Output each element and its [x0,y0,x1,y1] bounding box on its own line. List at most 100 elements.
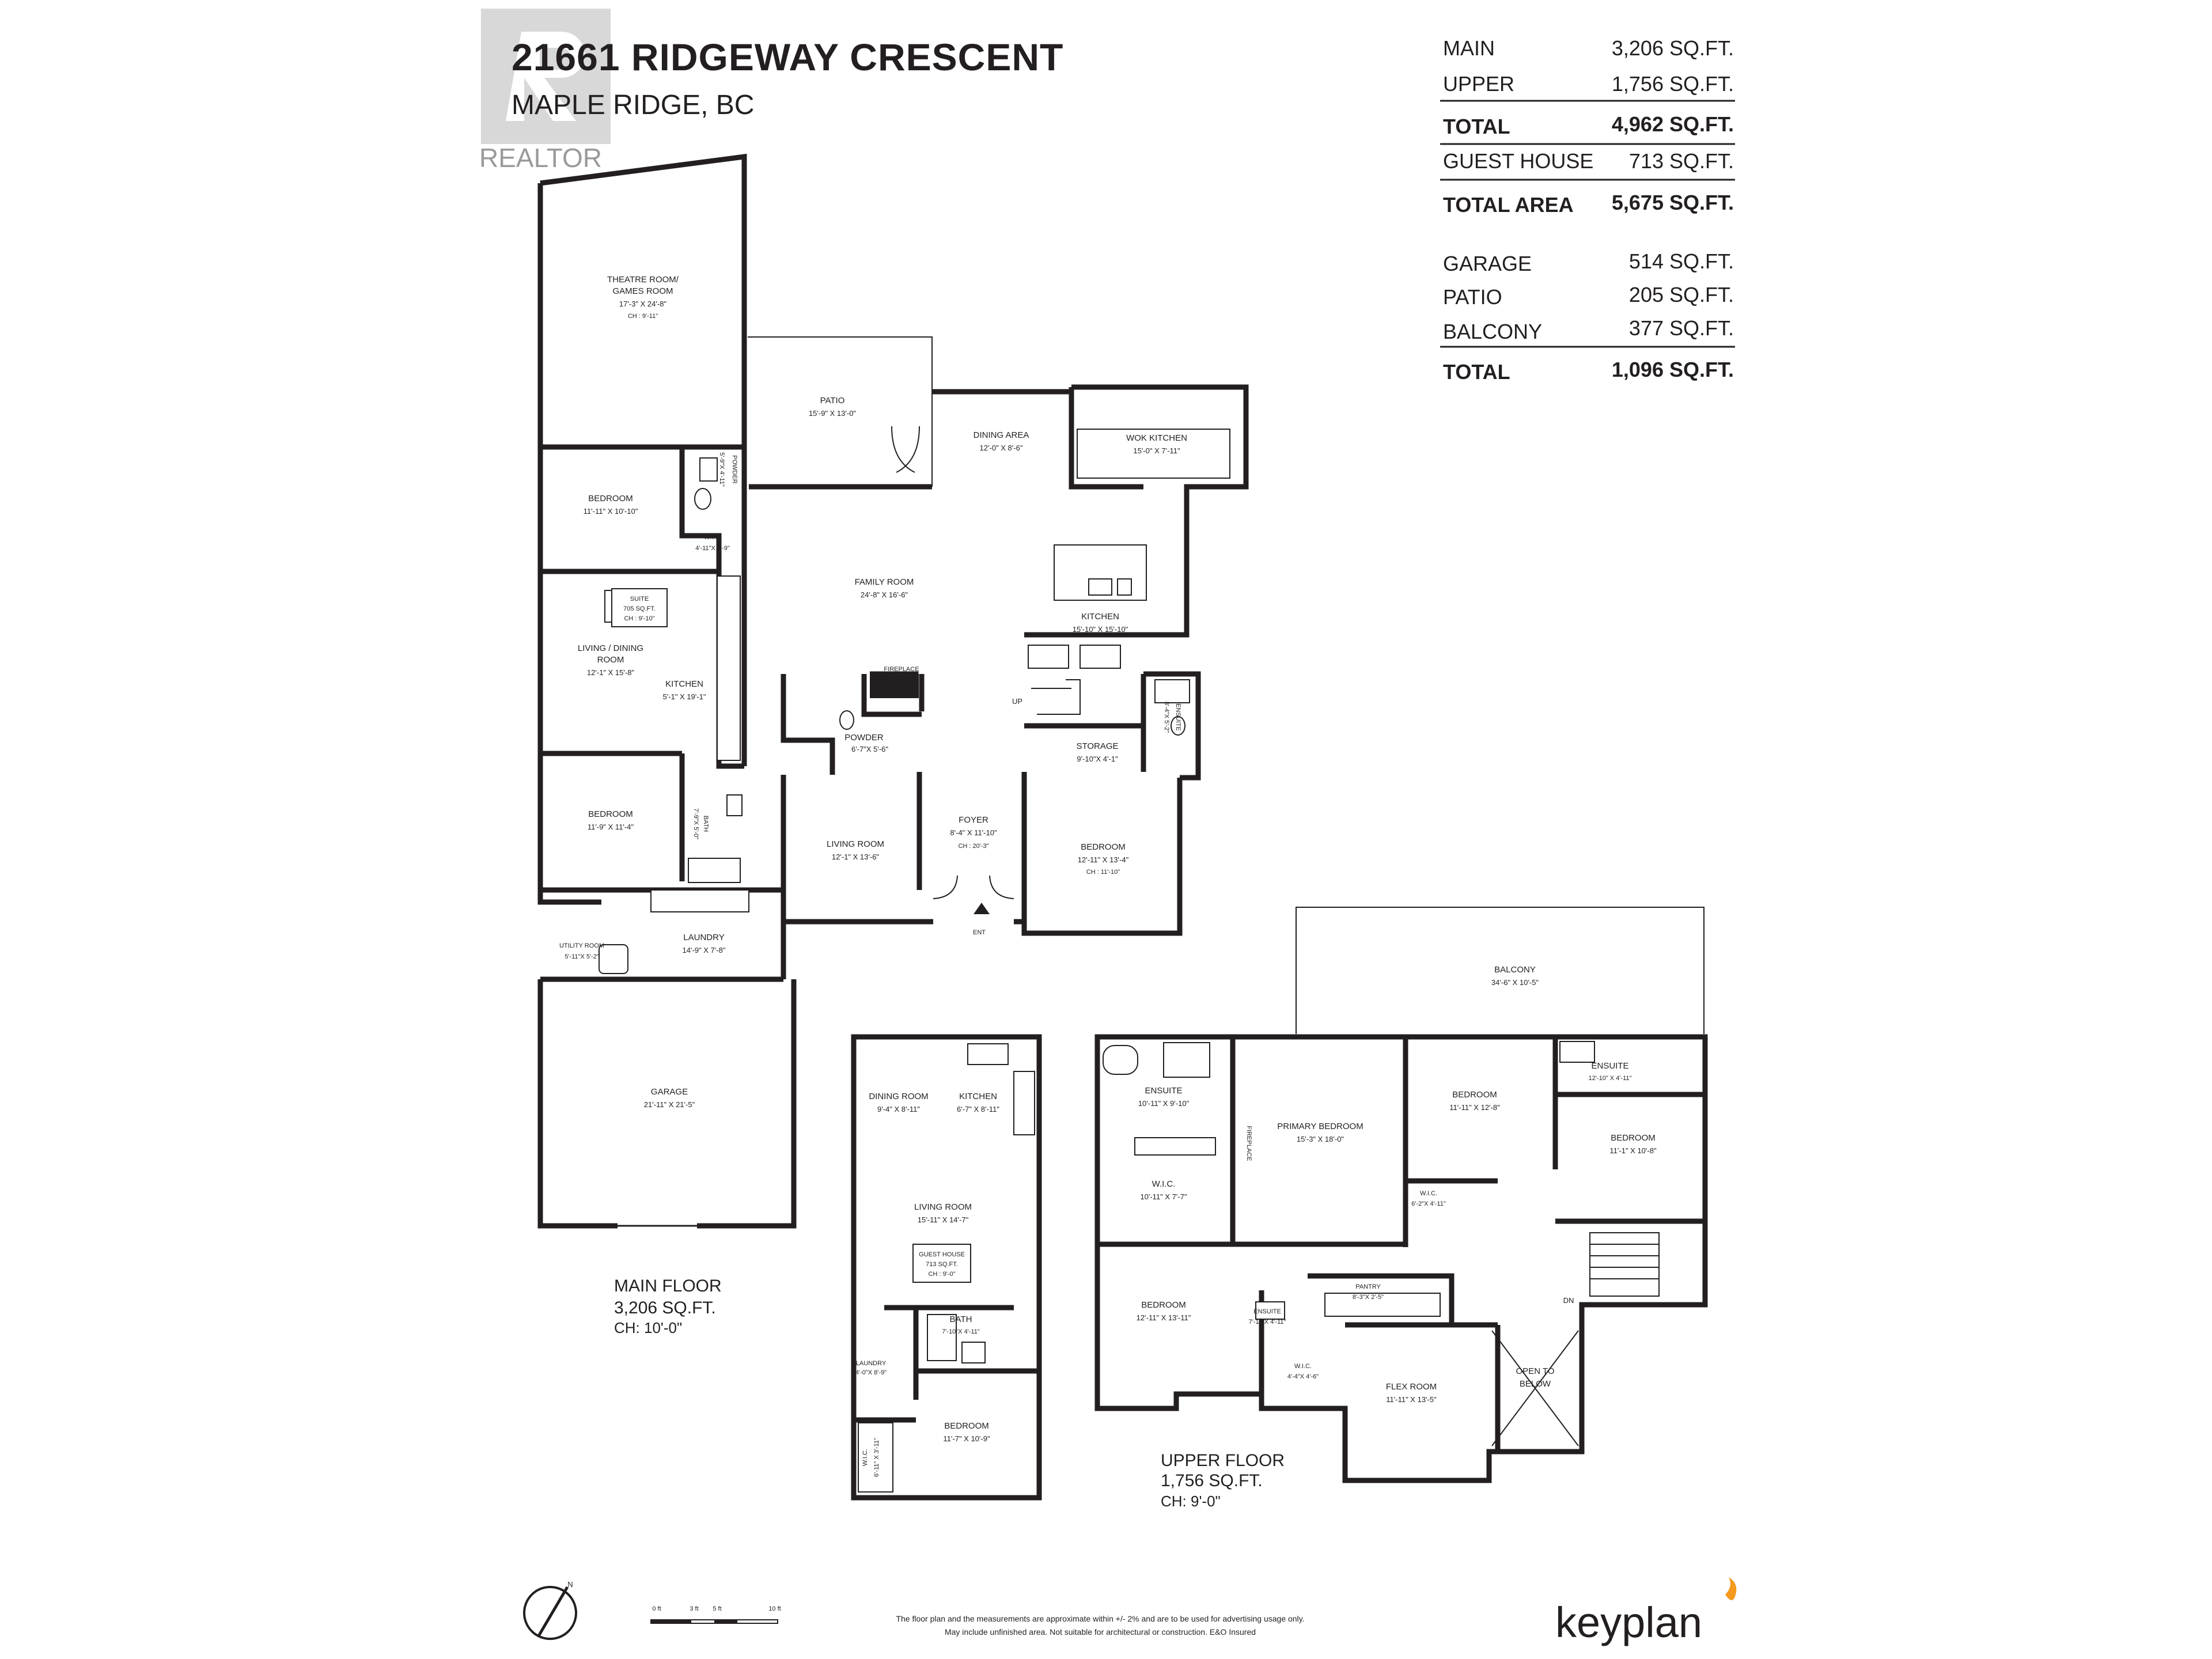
upper-wic2-dim: 6'-2"X 4'-11" [1411,1200,1446,1207]
area-main-label: MAIN [1443,36,1495,60]
stairs-up-label: UP [1012,697,1022,706]
powder-living-walls [781,674,922,925]
entry-label: ENT [973,929,986,936]
disclaimer-line-2: May include unfinished area. Not suitabl… [945,1627,1256,1637]
area-total-area-label: TOTAL AREA [1443,193,1574,217]
upper-floor-ceiling: CH: 9'-0" [1161,1493,1221,1510]
upper-wic2-label: W.I.C. [1420,1190,1437,1197]
guest-kitchen-label: KITCHEN [959,1092,997,1101]
suite-label: SUITE [630,596,649,603]
guest-bath-dim: 7'-10"X 4'-11" [942,1328,980,1335]
guest-dining-dim: 9'-4" X 8'-11" [877,1105,920,1113]
guest-tag-label: GUEST HOUSE [919,1251,965,1258]
upper-wic3-label: W.I.C. [1294,1363,1312,1370]
powder-top-label: POWDER [731,455,738,484]
wok-kitchen-label: WOK KITCHEN [1126,433,1187,443]
kitchen-island [1054,544,1147,601]
area-total-label: TOTAL [1443,115,1510,138]
brand-name: keyplan [1555,1599,1702,1646]
guest-house-plan: DINING ROOM 9'-4" X 8'-11" KITCHEN 6'-7"… [851,1034,1042,1501]
powder-top-dim: 5'-9"X 4'-11" [718,452,725,487]
patio-dim: 15'-9" X 13'-0" [809,409,857,418]
guest-living-label: LIVING ROOM [914,1202,972,1212]
area-garage-label: GARAGE [1443,252,1532,275]
theatre-room-label: THEATRE ROOM/ [607,275,679,285]
guest-laundry-dim: 4'-0"X 8'-9" [855,1369,887,1376]
bedroom3-ch: CH : 11'-10" [1086,869,1120,876]
main-left-inner-walls [540,444,783,893]
area-total-value: 4,962 SQ.FT. [1612,112,1734,136]
main-floor-labels: THEATRE ROOM/ GAMES ROOM 17'-3" X 24'-8"… [559,275,1187,1336]
upper-ensuite3-label: ENSUITE [1253,1308,1281,1315]
upper-wic1-dim: 10'-11" X 7'-7" [1140,1192,1187,1201]
upper-bedroom1-label: BEDROOM [1452,1090,1497,1100]
guest-laundry-label: LAUNDRY [856,1360,887,1367]
upper-bedroom2-dim: 11'-1" X 10'-8" [1609,1146,1657,1155]
upper-ensuite2-dim: 12'-10" X 4'-11" [1589,1075,1632,1082]
stairs-down-label: DN [1563,1296,1574,1305]
foyer-ch: CH : 20'-3" [958,843,988,850]
family-room-label: FAMILY ROOM [855,577,914,587]
fireplace-label: FIREPLACE [884,666,919,673]
guest-house-inner-walls [854,1305,1037,1423]
north-compass: N [523,1580,577,1640]
living-room-dim: 12'-1" X 13'-6" [832,853,880,861]
area-guest-label: GUEST HOUSE [1443,149,1593,173]
primary-bedroom-label: PRIMARY BEDROOM [1277,1122,1363,1131]
wok-counter [1077,429,1230,479]
upper-bedroom2-label: BEDROOM [1611,1133,1656,1143]
area-guest-value: 713 SQ.FT. [1629,149,1734,173]
bedroom1-label: BEDROOM [588,494,633,503]
upper-wic1-label: W.I.C. [1152,1179,1176,1189]
utility-room-label: UTILITY ROOM [559,942,604,949]
pantry-dim: 8'-3"X 2'-5" [1353,1294,1384,1301]
area-main-value: 3,206 SQ.FT. [1612,36,1734,60]
guest-wic-label: W.I.C. [862,1449,869,1466]
main-body-top-walls [749,384,1249,638]
patio-outline [748,336,933,487]
wic1-dim: 4'-11"X 4'-9" [695,545,730,552]
bath1-label: BATH [702,816,709,832]
scale-0: 0 ft [652,1605,661,1612]
bedroom2-label: BEDROOM [588,809,633,819]
dining-area-dim: 12'-0" X 8'-6" [980,444,1023,452]
wic1-label: W.I.C. [704,534,721,541]
guest-tag-ch: CH : 9'-0" [929,1271,956,1278]
guest-tag-area: 713 SQ.FT. [926,1261,958,1268]
disclaimer-line-1: The floor plan and the measurements are … [896,1614,1304,1623]
living-dining-dim: 12'-1" X 15'-8" [587,668,635,677]
upper-floor-area: 1,756 SQ.FT. [1161,1471,1263,1490]
family-room-dim: 24'-8" X 16'-6" [861,590,908,599]
bedroom1-dim: 11'-11" X 10'-10" [584,507,638,516]
scale-bar: 0 ft 3 ft 5 ft 10 ft [650,1605,781,1624]
upper-floor-plan: BALCONY 34'-6" X 10'-5" ENSUITE 10'-11" … [1094,907,1708,1510]
bath1-dim: 7'-9"X 5'-0" [692,808,699,839]
realtor-watermark-logo: REALTOR [479,9,611,173]
guest-bath-label: BATH [950,1315,972,1324]
foyer-label: FOYER [959,815,988,825]
fireplace-icon [870,674,919,698]
kitchen-label: KITCHEN [1081,612,1119,622]
wok-kitchen-dim: 15'-0" X 7'-11" [1133,446,1180,455]
area-patio-label: PATIO [1443,285,1502,309]
watermark-text: REALTOR [479,143,602,173]
storage-label: STORAGE [1076,741,1118,751]
open-to-below-cross [1491,1330,1579,1446]
entry-arrow-icon [974,903,990,914]
area-garage-value: 514 SQ.FT. [1629,249,1734,273]
area-balcony-label: BALCONY [1443,320,1542,343]
guest-wic-dim: 6'-11" X 3'-11" [873,1438,880,1477]
suite-kitchen-label: KITCHEN [665,679,703,689]
theatre-room-dim: 17'-3" X 24'-8" [619,300,667,308]
upper-ensuite3-dim: 7'-11"X 4'-11" [1249,1319,1286,1325]
main-floor-area: 3,206 SQ.FT. [614,1298,716,1317]
laundry-walls [540,890,786,982]
balcony-outline [1296,907,1705,1034]
guest-tag-box [912,1244,971,1283]
upper-bedroom3-label: BEDROOM [1141,1300,1186,1310]
bedroom3-dim: 12'-11" X 13'-4" [1078,855,1129,864]
area-upper-label: UPPER [1443,72,1514,96]
upper-stairs [1589,1232,1660,1297]
laundry-dim: 14'-9" X 7'-8" [683,946,726,955]
upper-bedroom1-dim: 11'-11" X 12'-8" [1449,1103,1500,1112]
